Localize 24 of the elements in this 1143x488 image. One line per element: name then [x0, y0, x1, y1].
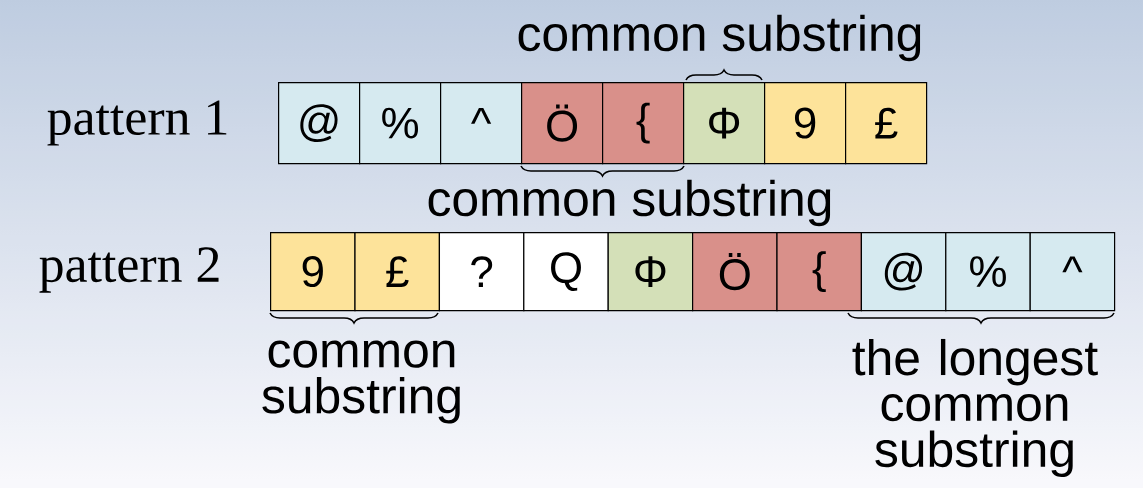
- character-cell: Q: [523, 232, 609, 312]
- character-cell: @: [860, 232, 947, 312]
- character-cell: Ö: [692, 232, 778, 312]
- character-cell: ^: [1029, 232, 1116, 312]
- character-cell: 9: [764, 82, 847, 165]
- character-cell: 9: [270, 232, 356, 312]
- annotation-text: common substring: [262, 340, 460, 424]
- row-label: pattern 2: [39, 247, 219, 293]
- character-cell: {: [602, 82, 685, 165]
- row-label: pattern 1: [47, 100, 227, 146]
- character-cell: £: [845, 82, 928, 165]
- character-cell: @: [278, 82, 361, 165]
- annotation-text: common substring: [428, 179, 831, 227]
- character-cell: %: [359, 82, 442, 165]
- character-cell: Φ: [607, 232, 694, 312]
- annotation-text: the longest common substring: [852, 338, 1098, 478]
- character-cell: ^: [440, 82, 523, 165]
- annotation-text: common substring: [518, 14, 921, 62]
- character-cell: %: [945, 232, 1031, 312]
- character-cell: £: [354, 232, 440, 312]
- character-cell: Ö: [521, 82, 604, 165]
- character-cell: Φ: [683, 82, 766, 165]
- character-cell: {: [776, 232, 862, 312]
- character-cell: ?: [438, 232, 525, 312]
